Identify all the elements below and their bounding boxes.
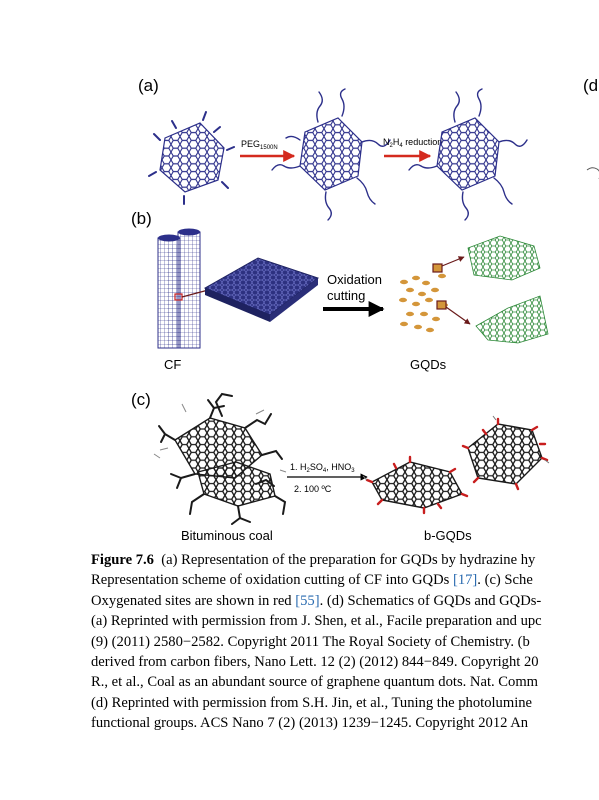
caption-line-9: functional groups. ACS Nano 7 (2) (2013)… (91, 715, 529, 732)
peg-label: PEG (241, 139, 260, 149)
panel-c-label: (c) (131, 390, 151, 409)
reference-link-17[interactable]: [17] (452, 572, 478, 589)
zoom-box-bottom (436, 300, 447, 310)
caption-line-3: Oxygenated sites are shown in red [55]. … (91, 592, 542, 609)
figure-illustration: (a) (d PEG1500N N2H4 reduction (131, 76, 599, 543)
oxidation-arrow: Oxidation cutting (323, 272, 385, 317)
cutting-label: cutting (327, 288, 365, 303)
b-gqds-label: b-GQDs (424, 528, 472, 543)
peg-gqd-molecule (408, 88, 528, 221)
gqds-label: GQDs (410, 357, 447, 372)
acid-label: 1. H (290, 462, 307, 472)
bituminous-coal-label: Bituminous coal (181, 528, 273, 543)
figure-caption: Figure 7.6 (a) Representation of the pre… (91, 550, 599, 734)
svg-text:PEG1500N: PEG1500N (241, 139, 278, 151)
graphene-dot-bottom (475, 295, 549, 344)
caption-line-7: R., et al., Coal as an abundant source o… (91, 674, 539, 691)
oxidation-label: Oxidation (327, 272, 382, 287)
reduction-arrow: N2H4 reduction (383, 137, 442, 162)
peg-subscript: 1500N (260, 145, 278, 151)
caption-line-8: (d) Reprinted with permission from S.H. … (91, 694, 533, 711)
graphene-dot-top (467, 235, 541, 281)
caption-line-4: (a) Reprinted with permission from J. Sh… (91, 613, 542, 630)
b-gqd-structures (362, 415, 550, 515)
svg-text:1. H2SO4, HNO3: 1. H2SO4, HNO3 (290, 462, 355, 474)
panel-b-label: (b) (131, 209, 152, 228)
caption-line-5: (9) (2011) 2580−2582. Copyright 2011 The… (91, 633, 530, 650)
panel-a-label: (a) (138, 76, 159, 95)
acid-treatment-arrow: 1. H2SO4, HNO3 2. 100 ºC (287, 462, 368, 494)
panel-d-fragment (586, 167, 599, 179)
caption-line-2: Representation scheme of oxidation cutti… (91, 572, 533, 589)
figure-number: Figure 7.6 (91, 552, 154, 568)
graphene-sheet-stack (203, 257, 320, 322)
n2h4-n: N (383, 137, 390, 147)
carbon-fiber-bundle (157, 228, 213, 349)
temperature-label: 2. 100 ºC (294, 484, 332, 494)
reduction-label: reduction (403, 137, 443, 147)
cf-label: CF (164, 357, 181, 372)
caption-line-6: derived from carbon fibers, Nano Lett. 1… (91, 654, 539, 671)
bituminous-coal-structure (153, 392, 287, 525)
peg-go-molecule (271, 88, 391, 221)
panel-d-label: (d (583, 76, 598, 95)
go-molecule (148, 111, 235, 205)
caption-line-1: Figure 7.6 (a) Representation of the pre… (91, 552, 536, 568)
svg-text:N2H4 reduction: N2H4 reduction (383, 137, 442, 149)
zoom-box-top (432, 263, 443, 273)
reference-link-55[interactable]: [55] (295, 592, 320, 609)
peg-arrow: PEG1500N (240, 139, 296, 162)
